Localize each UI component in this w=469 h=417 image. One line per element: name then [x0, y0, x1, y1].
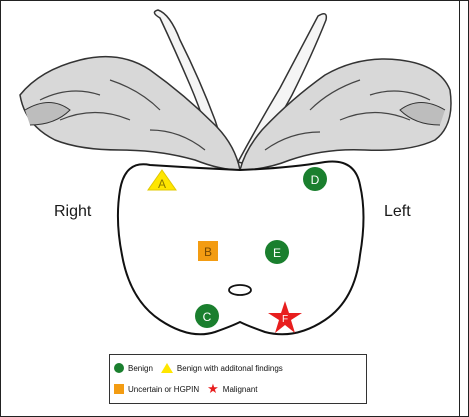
marker-c-label: C — [203, 310, 212, 324]
legend-row-1: Benign Benign with additonal findings — [114, 363, 291, 373]
marker-b: B — [198, 241, 218, 261]
marker-e-label: E — [273, 246, 281, 260]
right-side-label: Right — [54, 203, 91, 221]
uncertain-square-icon — [114, 384, 124, 394]
marker-d: D — [303, 167, 327, 191]
left-side-label: Left — [384, 203, 411, 221]
benign-additional-triangle-icon — [161, 363, 173, 373]
marker-b-label: B — [204, 245, 212, 259]
marker-a-label: A — [158, 177, 166, 191]
marker-f-label: F — [282, 314, 288, 325]
legend-row-2: Uncertain or HGPIN ★ Malignant — [114, 384, 265, 394]
malignant-star-icon: ★ — [207, 384, 219, 394]
marker-c: C — [195, 304, 219, 328]
legend-malignant: Malignant — [223, 385, 258, 394]
urethra-opening — [229, 285, 251, 295]
marker-e: E — [265, 240, 289, 264]
legend-benign: Benign — [128, 364, 153, 373]
legend-benign-additional: Benign with additonal findings — [177, 364, 283, 373]
legend-uncertain: Uncertain or HGPIN — [128, 385, 199, 394]
benign-circle-icon — [114, 363, 124, 373]
legend: Benign Benign with additonal findings Un… — [109, 354, 367, 404]
marker-d-label: D — [311, 173, 320, 187]
